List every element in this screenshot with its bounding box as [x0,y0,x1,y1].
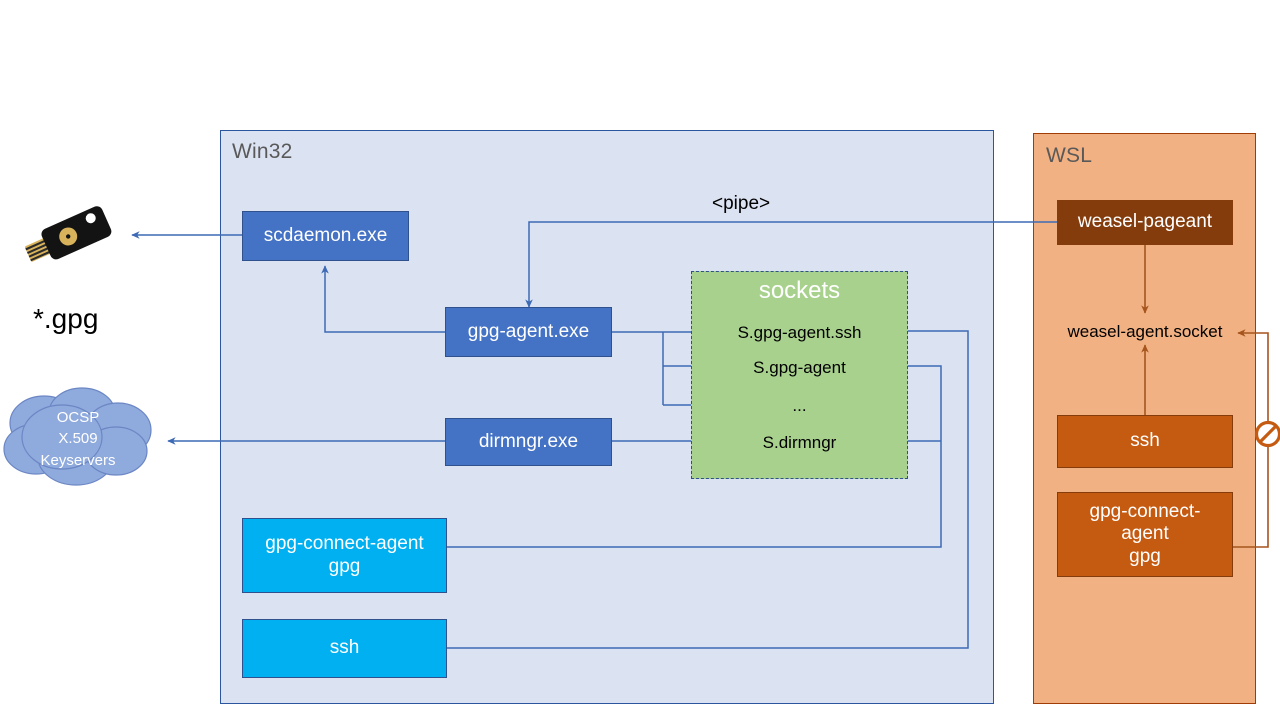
pipe-edge-label: <pipe> [712,193,771,214]
node-gpg-agent-exe[interactable]: gpg-agent.exe [445,307,612,357]
wsl-panel-label: WSL [1046,144,1093,167]
cloud-label-line2: X.509 [58,430,98,448]
no-entry-icon [1254,420,1280,448]
sockets-group: sockets S.gpg-agent.ssh S.gpg-agent ... … [691,271,908,479]
cloud-label-line3: Keyservers [40,451,116,469]
node-ssh-wsl[interactable]: ssh [1057,415,1233,468]
socket-ellipsis: ... [792,396,807,415]
node-scdaemon-exe[interactable]: scdaemon.exe [242,211,409,261]
label-weasel-agent-socket: weasel-agent.socket [1067,322,1223,341]
node-gpg-connect-agent-win32-line2: gpg [328,555,361,577]
socket-s-gpg-agent-ssh[interactable]: S.gpg-agent.ssh [737,323,862,342]
node-gpg-connect-agent-wsl-line3: gpg [1129,545,1161,567]
win32-panel-label: Win32 [232,140,293,163]
node-gpg-connect-agent-wsl-line2: agent [1121,523,1169,545]
cloud-shape: OCSP X.509 Keyservers [0,383,160,503]
yubikey-icon [25,206,112,262]
cloud-label-line1: OCSP [56,409,100,426]
socket-s-dirmngr[interactable]: S.dirmngr [762,433,837,452]
node-ssh-win32[interactable]: ssh [242,619,447,678]
node-gpg-connect-agent-wsl[interactable]: gpg-connect- agent gpg [1057,492,1233,577]
socket-s-gpg-agent[interactable]: S.gpg-agent [753,358,846,377]
cloud-label: OCSP X.509 Keyservers [0,407,156,471]
node-gpg-connect-agent-win32[interactable]: gpg-connect-agent gpg [242,518,447,593]
yubikey-caption: *.gpg [33,303,99,334]
node-dirmngr-exe[interactable]: dirmngr.exe [445,418,612,466]
node-gpg-connect-agent-win32-line1: gpg-connect-agent [265,533,424,555]
sockets-title: sockets [758,277,841,304]
node-weasel-pageant[interactable]: weasel-pageant [1057,200,1233,245]
node-gpg-connect-agent-wsl-line1: gpg-connect- [1089,501,1201,523]
